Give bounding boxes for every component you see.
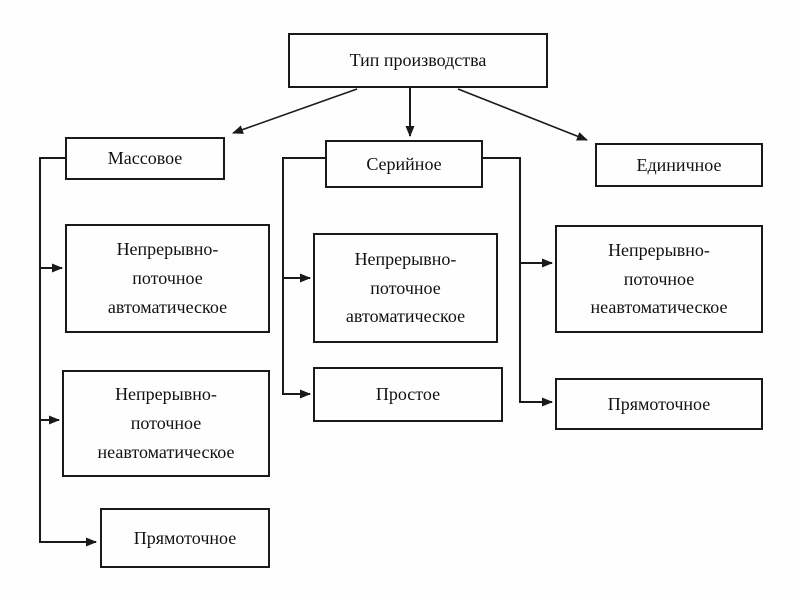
node-serial-continuous-flow-automatic: Непрерывно- поточное автоматическое <box>313 233 498 343</box>
node-unit-continuous-flow-nonautomatic: Непрерывно- поточное неавтоматическое <box>555 225 763 333</box>
node-unit-direct-flow: Прямоточное <box>555 378 763 430</box>
rail-unit <box>483 157 553 407</box>
node-serial-simple: Простое <box>313 367 503 422</box>
node-mass-production: Массовое <box>65 137 225 180</box>
arrow-root-to-unit <box>457 88 588 141</box>
node-mass-direct-flow: Прямоточное <box>100 508 270 568</box>
rail-serial <box>282 157 325 399</box>
rail-mass <box>39 157 97 547</box>
node-unit-production: Единичное <box>595 143 763 187</box>
arrow-root-to-mass <box>232 88 358 134</box>
node-mass-continuous-flow-nonautomatic: Непрерывно- поточное неавтоматическое <box>62 370 270 477</box>
node-serial-production: Серийное <box>325 140 483 188</box>
node-production-type: Тип производства <box>288 33 548 88</box>
node-mass-continuous-flow-automatic: Непрерывно- поточное автоматическое <box>65 224 270 333</box>
